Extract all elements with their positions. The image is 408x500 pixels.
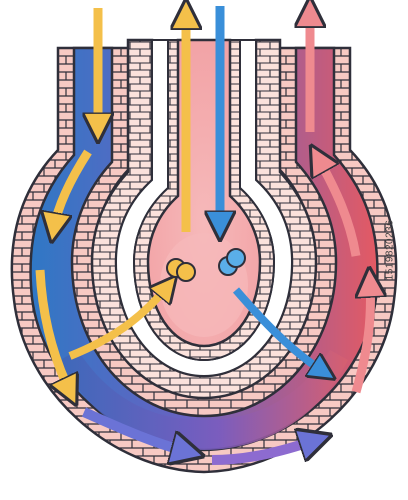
oxygen-molecule-icon-2 [176,262,196,282]
purple-arrow-left [81,407,188,452]
vessel-bottom-band [60,350,348,450]
red-arrow-low [351,282,370,394]
yellow-arrow-into-alveolus [68,286,168,360]
yellow-arrow-mid [54,149,92,228]
stock-id-watermark: 1519820236 [384,219,396,281]
co2-out-arrow[interactable] [232,287,324,372]
red-arrow-mid [318,158,361,257]
yellow-flow-arrows [35,8,168,392]
purple-arrow-right [211,440,316,465]
gas-molecule-icons [166,248,246,282]
co2-molecule-icon-2 [226,248,246,268]
bottom-flow-arrows [81,407,316,465]
yellow-arrow-low [35,269,70,392]
red-flow-arrows [310,12,370,394]
